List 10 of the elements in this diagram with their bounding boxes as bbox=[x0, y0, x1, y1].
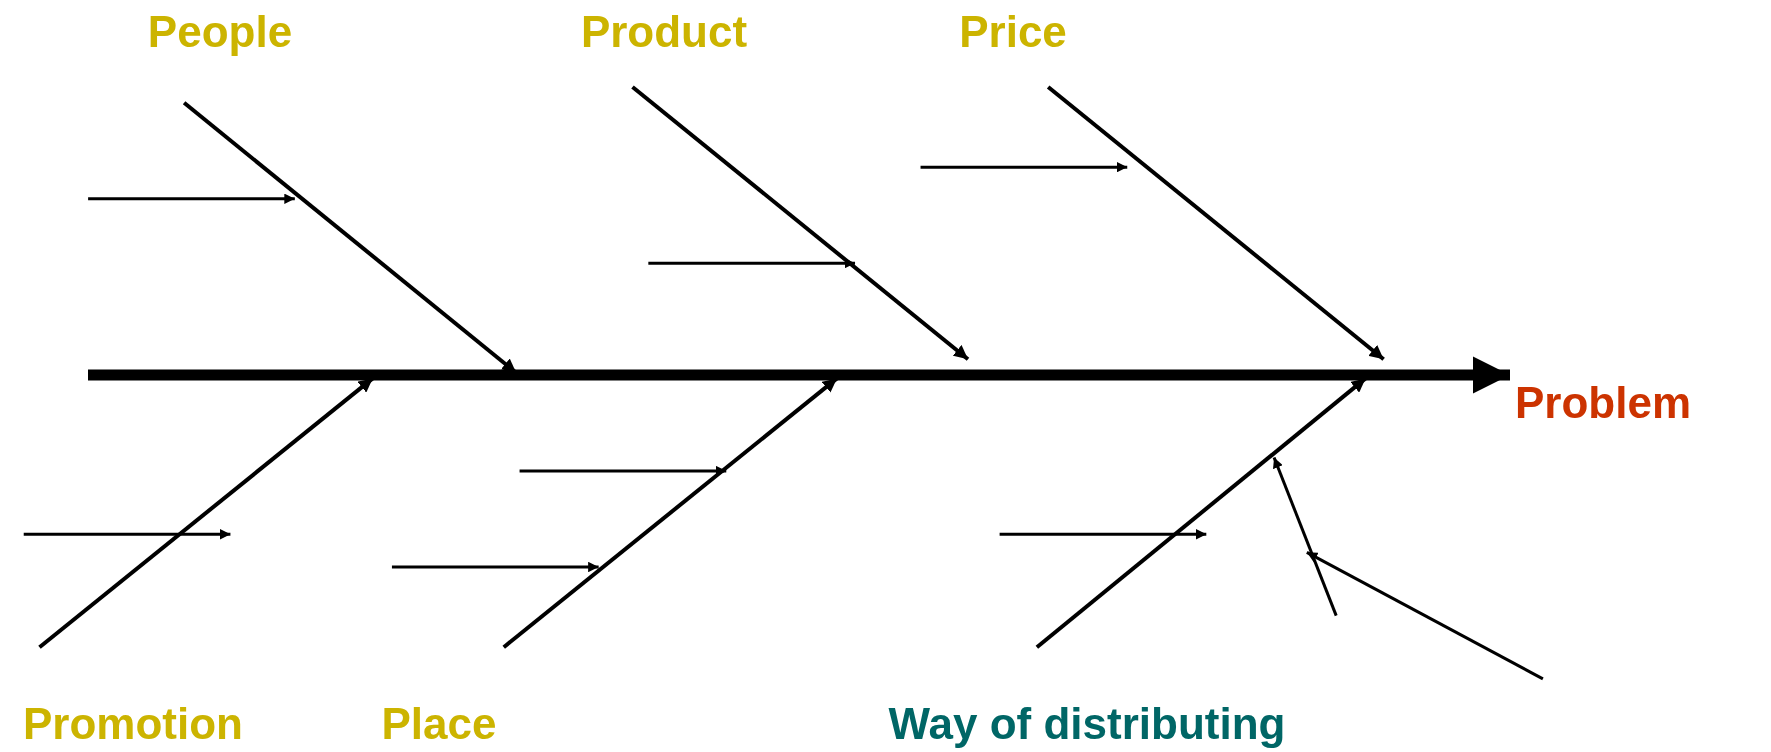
bone-arrow bbox=[1046, 85, 1385, 361]
category-label: Way of distributing bbox=[888, 702, 1286, 746]
category-label: Promotion bbox=[23, 702, 243, 746]
category-label: Price bbox=[959, 10, 1067, 54]
category-label: Place bbox=[381, 702, 497, 746]
problem-label: Problem bbox=[1515, 381, 1692, 425]
spine-arrow bbox=[88, 356, 1510, 394]
category-label: People bbox=[147, 10, 293, 54]
category-label: Product bbox=[580, 10, 748, 54]
bone-arrow bbox=[631, 85, 970, 361]
